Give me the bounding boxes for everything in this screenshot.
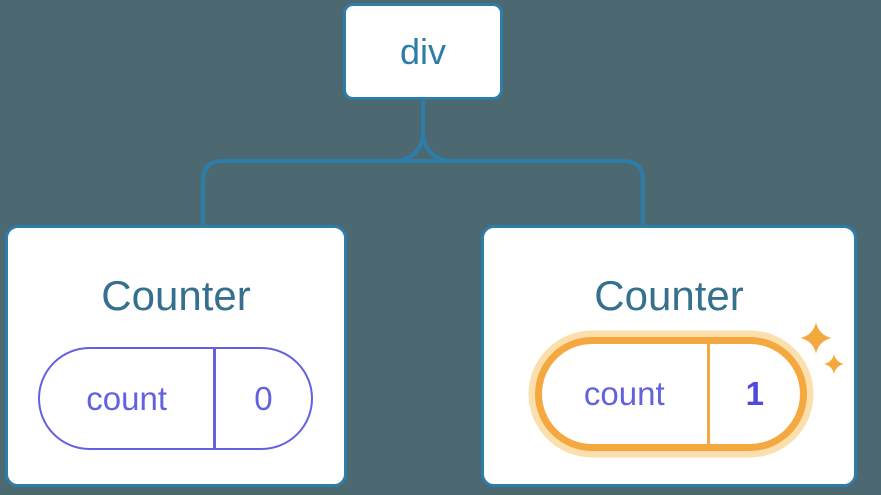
- root-label: div: [399, 30, 447, 72]
- component-title: Counter: [594, 272, 744, 319]
- state-value: 1: [745, 375, 764, 412]
- state-value: 0: [254, 379, 273, 417]
- state-pill: count 0: [38, 347, 313, 450]
- pill-divider: [213, 349, 216, 448]
- component-title: Counter: [101, 272, 251, 319]
- state-key: count: [86, 379, 167, 417]
- pill-divider: [706, 344, 710, 444]
- component-card-counter-left: Counter count 0: [5, 225, 347, 487]
- state-pill-highlighted: count 1: [535, 337, 807, 451]
- state-key: count: [583, 375, 665, 412]
- component-card-counter-right: Counter count 1: [481, 225, 857, 487]
- tree-node-root: div: [343, 3, 503, 100]
